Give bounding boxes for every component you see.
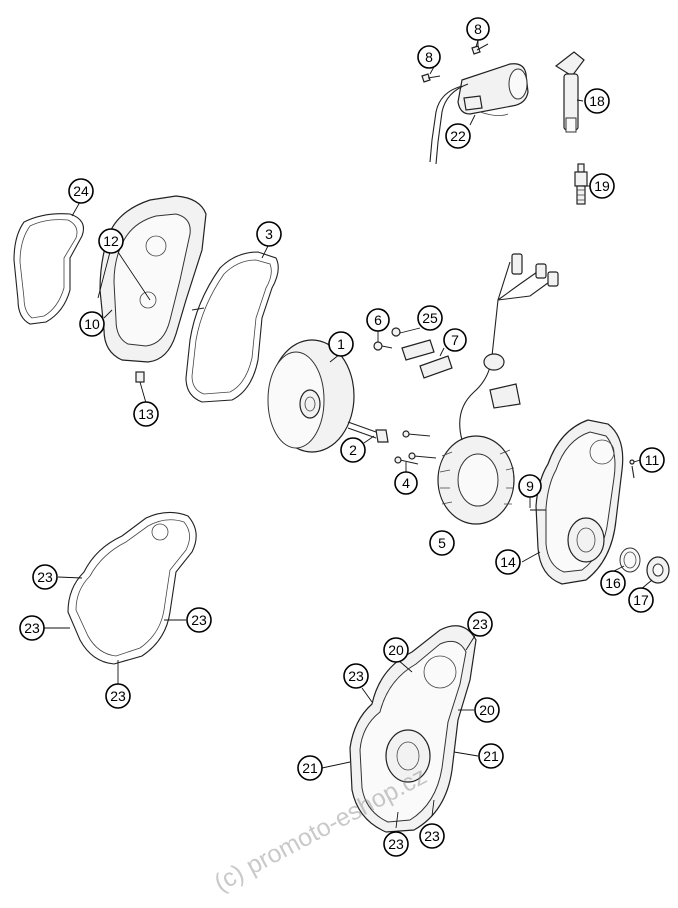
svg-text:13: 13 (138, 406, 154, 422)
flywheel-bolt (347, 421, 389, 443)
callout-23-c: 23 (186, 607, 212, 633)
callout-1: 1 (328, 331, 354, 357)
callout-4: 4 (394, 471, 418, 495)
svg-text:21: 21 (302, 760, 318, 776)
svg-text:10: 10 (84, 316, 100, 332)
svg-text:23: 23 (388, 836, 404, 852)
callout-23-b: 23 (19, 615, 45, 641)
callout-8-left: 8 (417, 45, 441, 69)
svg-text:23: 23 (472, 616, 488, 632)
seal-ring (619, 547, 641, 573)
svg-text:1: 1 (337, 336, 345, 352)
callout-25: 25 (417, 305, 443, 331)
svg-text:14: 14 (500, 554, 516, 570)
callout-21-b: 21 (478, 743, 504, 769)
callout-23-g: 23 (383, 831, 409, 857)
svg-text:2: 2 (349, 442, 357, 458)
svg-text:23: 23 (348, 668, 364, 684)
callout-23-f: 23 (343, 663, 369, 689)
callout-23-e: 23 (467, 611, 493, 637)
spark-plug-cap (554, 51, 585, 133)
svg-text:5: 5 (438, 535, 446, 551)
callout-2: 2 (340, 437, 366, 463)
gasket-24 (13, 213, 85, 325)
callout-6: 6 (366, 308, 390, 332)
svg-text:8: 8 (425, 49, 433, 65)
callout-12: 12 (98, 228, 124, 254)
svg-text:8: 8 (474, 21, 482, 37)
callout-13: 13 (133, 401, 159, 427)
callout-5: 5 (429, 530, 455, 556)
svg-text:12: 12 (103, 233, 119, 249)
callout-23-h: 23 (419, 823, 445, 849)
svg-text:20: 20 (388, 642, 404, 658)
ignition-coil (429, 63, 529, 165)
svg-text:18: 18 (589, 93, 605, 109)
callout-19: 19 (589, 173, 615, 199)
stator-screws (394, 430, 437, 465)
svg-text:20: 20 (479, 702, 495, 718)
svg-text:11: 11 (645, 452, 660, 468)
callout-23-a: 23 (32, 564, 58, 590)
inner-cover (99, 195, 207, 383)
callout-3: 3 (256, 221, 282, 247)
callout-18: 18 (584, 88, 610, 114)
svg-text:23: 23 (37, 569, 53, 585)
callout-20-b: 20 (474, 697, 500, 723)
stator (437, 253, 559, 525)
coil-bolt-top (471, 40, 489, 55)
svg-text:23: 23 (191, 612, 207, 628)
svg-text:4: 4 (402, 475, 410, 491)
oil-seal (646, 556, 670, 584)
cover-gasket (67, 511, 197, 665)
callout-10: 10 (79, 311, 105, 337)
svg-text:7: 7 (451, 332, 459, 348)
callout-11: 11 (639, 447, 665, 473)
svg-text:21: 21 (483, 748, 499, 764)
callout-21-a: 21 (297, 755, 323, 781)
outer-cover (349, 625, 477, 833)
leader-lines (44, 39, 653, 829)
callout-16: 16 (600, 570, 626, 596)
svg-text:6: 6 (374, 312, 382, 328)
callout-24: 24 (68, 178, 94, 204)
svg-text:3: 3 (265, 226, 273, 242)
callout-7: 7 (443, 328, 467, 352)
svg-text:24: 24 (73, 183, 89, 199)
ignition-cover (530, 419, 635, 585)
gasket-3 (185, 251, 279, 403)
coil-bolt-left (421, 73, 441, 83)
callout-17: 17 (628, 587, 654, 613)
clamp-parts (373, 327, 453, 379)
callout-9: 9 (518, 474, 542, 498)
callout-22: 22 (445, 123, 471, 149)
svg-text:17: 17 (633, 592, 649, 608)
callout-23-d: 23 (105, 683, 131, 709)
svg-text:25: 25 (422, 310, 438, 326)
svg-text:23: 23 (110, 688, 126, 704)
flywheel (267, 339, 355, 453)
callout-14: 14 (495, 549, 521, 575)
svg-text:9: 9 (526, 478, 534, 494)
svg-text:23: 23 (24, 620, 40, 636)
callout-8-top: 8 (466, 17, 490, 41)
callout-20-a: 20 (383, 637, 409, 663)
svg-text:16: 16 (605, 575, 621, 591)
svg-text:22: 22 (450, 128, 466, 144)
svg-text:23: 23 (424, 828, 440, 844)
spark-plug (574, 163, 588, 205)
svg-text:19: 19 (594, 178, 610, 194)
